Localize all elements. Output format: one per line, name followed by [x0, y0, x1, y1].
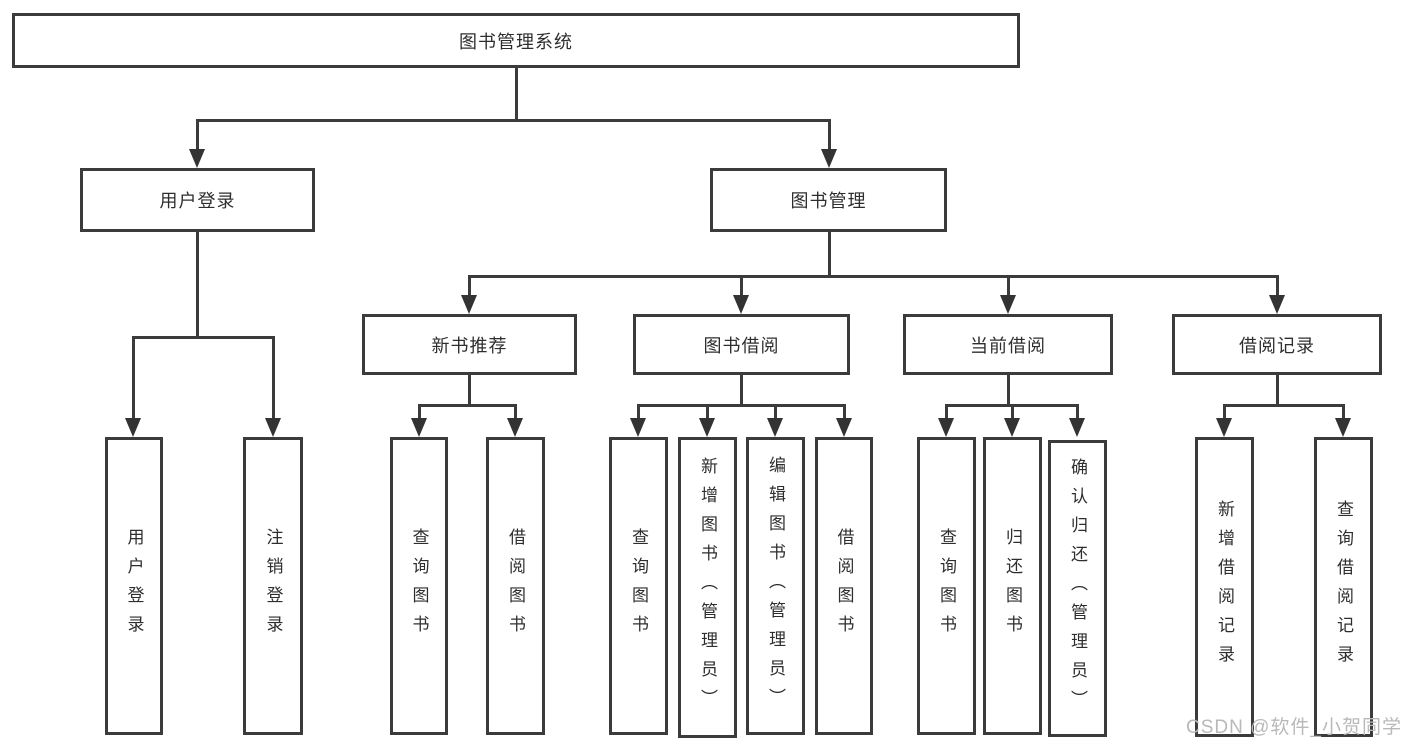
connector-vline — [468, 275, 471, 296]
node-label: 借阅图书 — [834, 528, 854, 644]
arrowhead-down-icon — [125, 418, 141, 437]
leaf-user-login: 用户登录 — [105, 437, 163, 735]
arrowhead-down-icon — [461, 295, 477, 314]
arrowhead-down-icon — [699, 418, 715, 437]
arrowhead-down-icon — [411, 418, 427, 437]
leaf-edit-books-admin: 编辑图书（管理员） — [746, 437, 805, 735]
connector-vline — [1342, 404, 1345, 419]
node-label: 借阅记录 — [1239, 335, 1315, 356]
arrowhead-down-icon — [1000, 295, 1016, 314]
arrowhead-down-icon — [507, 418, 523, 437]
arrowhead-down-icon — [1335, 418, 1351, 437]
arrowhead-down-icon — [630, 418, 646, 437]
connector-vline — [418, 404, 421, 419]
connector-hline — [1224, 404, 1345, 407]
leaf-query-books-3: 查询图书 — [917, 437, 976, 735]
node-label: 新增借阅记录 — [1215, 500, 1234, 674]
node-label: 编辑图书（管理员） — [766, 455, 785, 717]
node-label: 用户登录 — [124, 528, 144, 644]
connector-vline — [468, 375, 471, 404]
node-label: 用户登录 — [159, 191, 236, 211]
connector-vline — [1276, 375, 1279, 404]
connector-vline — [706, 404, 709, 419]
arrowhead-down-icon — [1216, 418, 1232, 437]
node-label: 图书管理系统 — [459, 31, 573, 52]
node-borrow-records: 借阅记录 — [1172, 314, 1382, 375]
node-new-book-recommend: 新书推荐 — [362, 314, 577, 375]
node-book-management: 图书管理 — [710, 168, 947, 232]
node-label: 查询图书 — [629, 528, 648, 644]
arrowhead-down-icon — [1004, 418, 1020, 437]
node-label: 当前借阅 — [970, 335, 1046, 356]
leaf-query-borrow-record: 查询借阅记录 — [1314, 437, 1373, 737]
arrowhead-down-icon — [733, 295, 749, 314]
leaf-query-books-1: 查询图书 — [390, 437, 448, 735]
node-label: 图书借阅 — [703, 335, 780, 356]
connector-vline — [132, 336, 135, 419]
node-label: 归还图书 — [1003, 528, 1022, 644]
connector-vline — [1223, 404, 1226, 419]
node-label: 查询图书 — [937, 528, 956, 644]
connector-vline — [843, 404, 846, 419]
arrowhead-down-icon — [1069, 418, 1085, 437]
connector-vline — [637, 404, 640, 419]
node-system-root: 图书管理系统 — [12, 13, 1020, 68]
arrowhead-down-icon — [767, 418, 783, 437]
connector-vline — [740, 375, 743, 404]
leaf-add-borrow-record: 新增借阅记录 — [1195, 437, 1254, 737]
node-user-login-group: 用户登录 — [80, 168, 315, 232]
node-label: 借阅图书 — [506, 528, 525, 644]
csdn-watermark: CSDN @软件_小贺同学 — [1186, 717, 1402, 738]
connector-vline — [740, 275, 743, 296]
connector-vline — [196, 232, 199, 336]
connector-hline — [133, 336, 275, 339]
leaf-borrow-books-1: 借阅图书 — [486, 437, 545, 735]
node-label: 新书推荐 — [431, 335, 508, 356]
node-label: 确认归还（管理员） — [1068, 458, 1087, 719]
node-book-borrowing: 图书借阅 — [633, 314, 850, 375]
connector-hline — [419, 404, 517, 407]
connector-vline — [1276, 275, 1279, 296]
leaf-query-books-2: 查询图书 — [609, 437, 668, 735]
arrowhead-down-icon — [821, 149, 837, 168]
arrowhead-down-icon — [1269, 295, 1285, 314]
arrowhead-down-icon — [265, 418, 281, 437]
leaf-confirm-return-admin: 确认归还（管理员） — [1048, 440, 1107, 737]
connector-hline — [469, 275, 1279, 278]
connector-vline — [515, 68, 518, 119]
leaf-logout: 注销登录 — [243, 437, 303, 735]
connector-vline — [828, 232, 831, 275]
connector-hline — [197, 119, 831, 122]
connector-vline — [1007, 375, 1010, 404]
arrowhead-down-icon — [938, 418, 954, 437]
leaf-borrow-books-2: 借阅图书 — [815, 437, 873, 735]
node-label: 注销登录 — [263, 528, 283, 644]
connector-vline — [196, 119, 199, 151]
connector-hline — [638, 404, 846, 407]
node-current-borrowing: 当前借阅 — [903, 314, 1113, 375]
arrowhead-down-icon — [189, 149, 205, 168]
connector-vline — [1011, 404, 1014, 419]
connector-vline — [272, 336, 275, 419]
node-label: 新增图书（管理员） — [698, 457, 717, 718]
connector-vline — [1007, 275, 1010, 296]
connector-vline — [514, 404, 517, 419]
node-label: 查询图书 — [409, 528, 429, 644]
connector-vline — [945, 404, 948, 419]
connector-hline — [946, 404, 1079, 407]
leaf-add-books-admin: 新增图书（管理员） — [678, 437, 737, 738]
arrowhead-down-icon — [836, 418, 852, 437]
node-label: 查询借阅记录 — [1334, 500, 1353, 674]
connector-vline — [1076, 404, 1079, 419]
node-label: 图书管理 — [790, 191, 867, 211]
connector-vline — [774, 404, 777, 419]
leaf-return-books: 归还图书 — [983, 437, 1042, 735]
connector-vline — [828, 119, 831, 151]
